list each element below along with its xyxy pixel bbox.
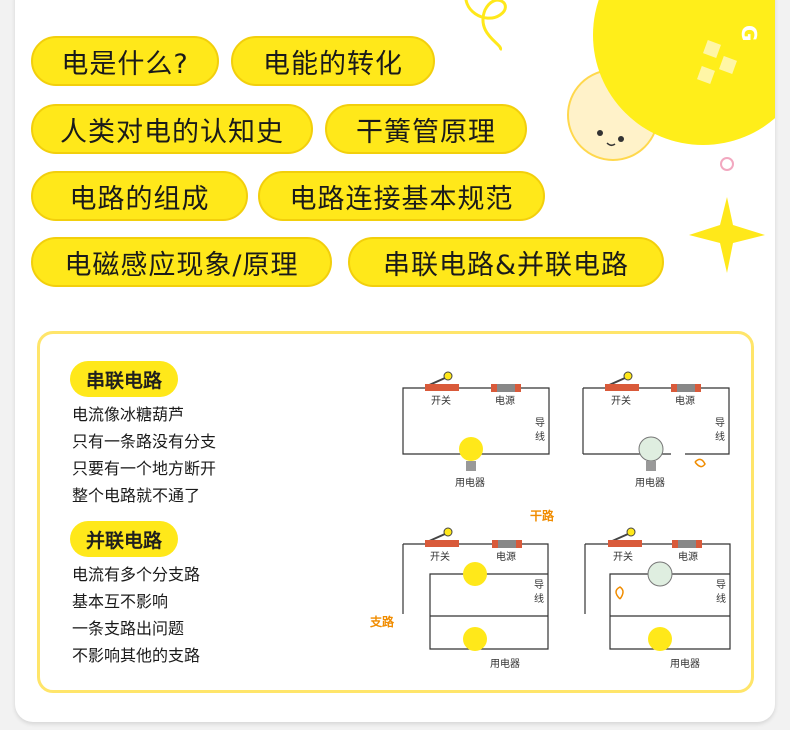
topic-pill-electromagnetic-induction[interactable]: 电磁感应现象/原理 [31,237,332,287]
bulb-lit-icon [648,627,672,651]
parallel-line-2: 基本互不影响 [72,592,169,611]
topic-pill-wiring-rules[interactable]: 电路连接基本规范 [258,171,545,221]
parallel-circuit-broken-diagram: 开关 电源 导 线 用电器 [584,527,731,670]
topic-pill-what-is-electricity[interactable]: 电是什么? [31,36,219,86]
series-line-1: 电流像冰糖葫芦 [72,405,185,424]
appliance-label: 用电器 [490,657,520,670]
series-line-4: 整个电路就不通了 [72,486,201,505]
wire-label-bottom: 线 [534,592,544,605]
wire-label-top: 导 [715,417,725,429]
series-circuit-tag: 串联电路 [70,361,178,397]
bulb-lit-icon [463,627,487,651]
appliance-label: 用电器 [670,657,700,670]
power-label: 电源 [675,394,695,407]
main-road-label: 干路 [530,508,555,523]
wire-label-bottom: 线 [716,592,726,605]
bulb-off-icon [638,436,664,462]
wire-label-top: 导 [716,579,726,591]
bulb-lit-icon [463,562,487,586]
switch-label: 开关 [611,394,631,407]
parallel-circuit-working-diagram: 干路 开关 电源 导 线 支路 用电器 [370,508,555,670]
switch-label: 开关 [431,394,451,407]
series-line-3: 只要有一个地方断开 [72,459,217,478]
parallel-line-1: 电流有多个分支路 [72,565,201,584]
power-label: 电源 [495,394,515,407]
bulb-lit-icon [459,437,483,461]
series-circuit-broken-diagram: 开关 电源 导 线 用电器 [582,371,730,489]
power-label: 电源 [678,550,698,563]
series-circuit-working-diagram: 开关 电源 导 线 用电器 [402,371,550,489]
series-line-2: 只有一条路没有分支 [72,432,217,451]
switch-label: 开关 [430,550,450,563]
parallel-line-4: 不影响其他的支路 [72,646,201,665]
parallel-circuit-tag: 并联电路 [70,521,178,557]
series-circuit-description: 电流像冰糖葫芦 只有一条路没有分支 只要有一个地方断开 整个电路就不通了 [72,401,216,509]
wire-label-top: 导 [535,417,545,429]
wire-label-bottom: 线 [535,430,545,443]
parallel-circuit-description: 电流有多个分支路 基本互不影响 一条支路出问题 不影响其他的支路 [72,561,200,669]
topic-pill-reed-switch[interactable]: 干簧管原理 [325,104,527,154]
wire-label-bottom: 线 [715,430,725,443]
lightbulb-mascot-icon: G [464,0,775,171]
star-sparkle-icon [689,197,765,273]
bulb-off-icon [647,561,673,587]
circuit-explanation-panel: 串联电路 电流像冰糖葫芦 只有一条路没有分支 只要有一个地方断开 整个电路就不通… [37,331,754,693]
topic-pill-series-parallel[interactable]: 串联电路&并联电路 [348,237,664,287]
branch-road-label: 支路 [370,614,395,629]
topic-pill-energy-conversion[interactable]: 电能的转化 [231,36,435,86]
parallel-line-3: 一条支路出问题 [72,619,185,638]
power-label: 电源 [496,550,516,563]
topic-pill-circuit-composition[interactable]: 电路的组成 [31,171,248,221]
appliance-label: 用电器 [635,476,665,489]
appliance-label: 用电器 [455,476,485,489]
switch-label: 开关 [613,550,633,563]
wire-label-top: 导 [534,579,544,591]
topic-pill-history[interactable]: 人类对电的认知史 [31,104,313,154]
bulb-letters: G [737,25,761,41]
